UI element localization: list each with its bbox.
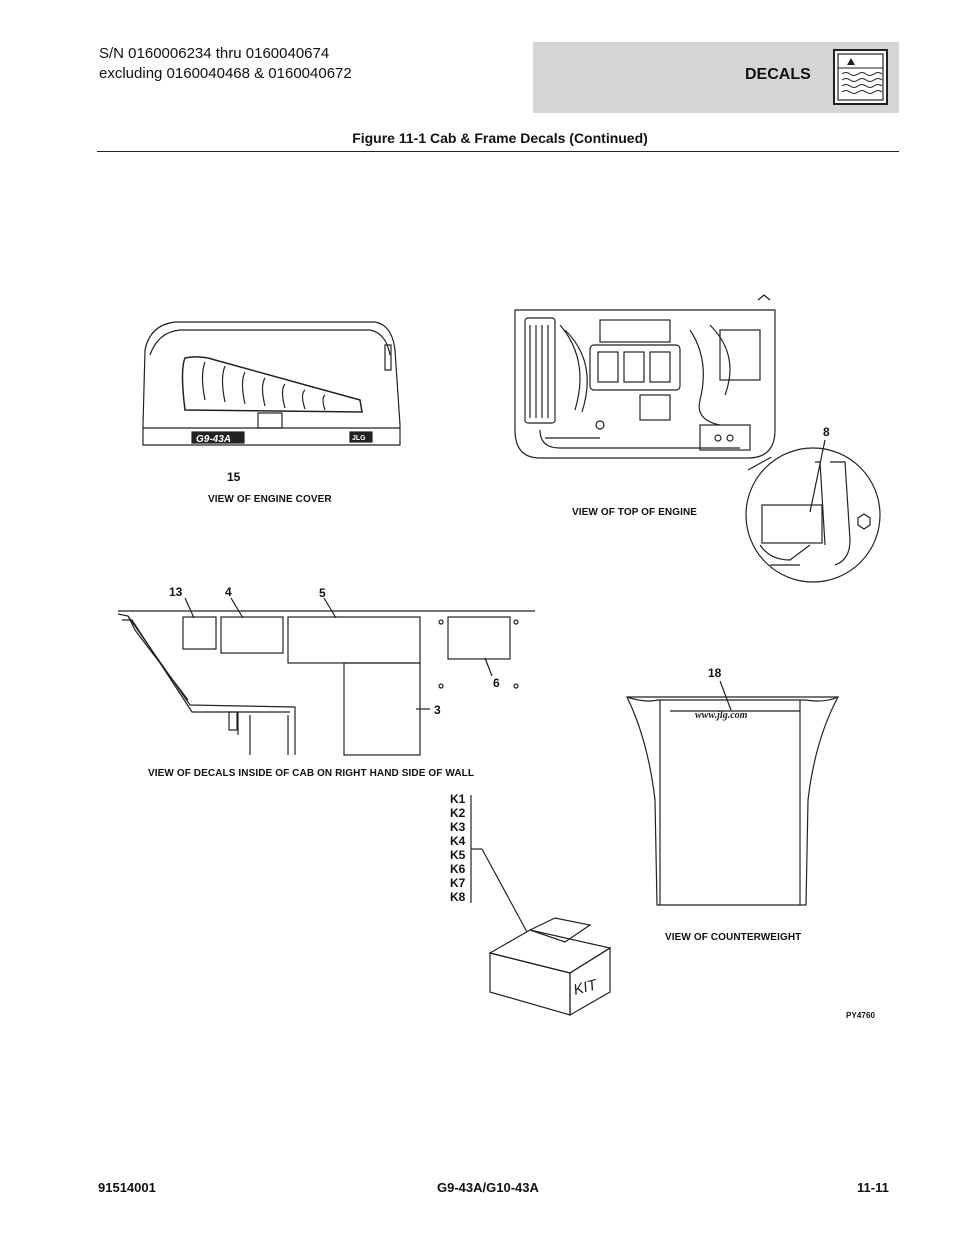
engine-cover-illustration [142,321,401,446]
kit-box-illustration [488,917,612,1017]
figure-title: Figure 11-1 Cab & Frame Decals (Continue… [352,130,648,146]
cab-wall-illustration [117,610,535,756]
kit-item: K3 [450,820,466,834]
kit-item: K4 [450,834,466,848]
counterweight-illustration [626,696,840,906]
callout-18: 18 [708,666,722,680]
top-of-engine-illustration [514,294,881,583]
serial-line-2: excluding 0160040468 & 0160040672 [99,65,352,82]
serial-line-1: S/N 0160006234 thru 0160040674 [99,45,330,62]
callout-4: 4 [225,585,232,599]
footer-part-number: 91514001 [98,1180,156,1195]
callout-8: 8 [823,425,830,439]
kit-list-bracket [470,795,528,933]
kit-item: K7 [450,876,466,890]
section-tab: DECALS [533,42,899,113]
decal-icon [833,49,888,105]
engine-cover-model-text: G9-43A [196,434,231,445]
caption-counterweight: VIEW OF COUNTERWEIGHT [665,932,802,943]
callout-5: 5 [319,586,326,600]
drawing-id: PY4760 [846,1011,876,1020]
header-rule [97,151,899,152]
callout-3: 3 [434,703,441,717]
kit-item: K8 [450,890,466,904]
kit-item: K5 [450,848,466,862]
counterweight-url-text: www.jlg.com [695,710,748,721]
kit-box-label: KIT [572,976,601,999]
section-title: DECALS [745,66,811,83]
callout-13: 13 [169,585,183,599]
kit-list: K1 K2 K3 K4 K5 K6 K7 K8 [450,792,465,904]
serial-range: S/N 0160006234 thru 0160040674 excluding… [99,44,352,84]
footer-model: G9-43A/G10-43A [437,1180,539,1195]
callout-6: 6 [493,676,500,690]
kit-item: K1 [450,792,466,806]
callout-15: 15 [227,470,241,484]
caption-engine-cover: VIEW OF ENGINE COVER [208,494,332,505]
caption-top-of-engine: VIEW OF TOP OF ENGINE [572,507,698,518]
kit-item: K2 [450,806,466,820]
caption-cab-wall: VIEW OF DECALS INSIDE OF CAB ON RIGHT HA… [148,768,475,779]
engine-cover-brand: JLG [352,435,366,442]
kit-item: K6 [450,862,466,876]
footer-page-number: 11-11 [857,1180,889,1195]
